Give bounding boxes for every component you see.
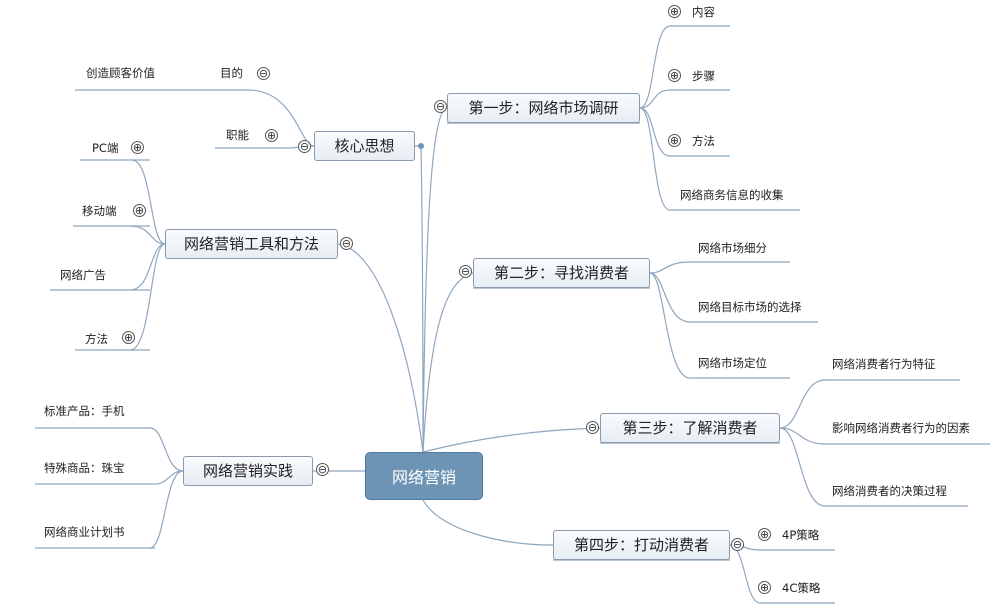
node-tools-and-methods[interactable]: 网络营销工具和方法 <box>165 229 338 259</box>
leaf-special-product[interactable]: 特殊商品：珠宝 <box>44 461 125 475</box>
expand-icon[interactable]: ⊕ <box>131 141 144 154</box>
collapse-icon[interactable]: ⊖ <box>340 237 353 250</box>
leaf-content[interactable]: 内容 <box>692 5 715 19</box>
collapse-icon[interactable]: ⊖ <box>586 421 599 434</box>
leaf-info-collection[interactable]: 网络商务信息的收集 <box>680 188 784 202</box>
leaf-methods[interactable]: 方法 <box>692 134 715 148</box>
expand-icon[interactable]: ⊕ <box>668 69 681 82</box>
leaf-4c-strategy[interactable]: 4C策略 <box>782 581 821 595</box>
collapse-icon[interactable]: ⊖ <box>731 538 744 551</box>
expand-icon[interactable]: ⊕ <box>133 204 146 217</box>
leaf-mobile[interactable]: 移动端 <box>82 204 117 218</box>
leaf-business-plan[interactable]: 网络商业计划书 <box>44 525 125 539</box>
node-step4-persuade[interactable]: 第四步：打动消费者 <box>553 530 730 560</box>
leaf-behavior-traits[interactable]: 网络消费者行为特征 <box>832 357 936 371</box>
expand-icon[interactable]: ⊕ <box>758 528 771 541</box>
leaf-positioning[interactable]: 网络市场定位 <box>698 356 767 370</box>
leaf-target-market[interactable]: 网络目标市场的选择 <box>698 300 802 314</box>
leaf-steps[interactable]: 步骤 <box>692 69 715 83</box>
node-step2-find[interactable]: 第二步：寻找消费者 <box>473 258 650 288</box>
expand-icon[interactable]: ⊕ <box>668 134 681 147</box>
leaf-pc[interactable]: PC端 <box>92 141 119 155</box>
collapse-icon[interactable]: ⊖ <box>459 265 472 278</box>
leaf-method[interactable]: 方法 <box>85 332 108 346</box>
collapse-icon[interactable]: ⊖ <box>434 100 447 113</box>
collapse-icon[interactable]: ⊖ <box>257 67 270 80</box>
collapse-icon[interactable]: ⊖ <box>316 463 329 476</box>
leaf-create-customer-value[interactable]: 创造顾客价值 <box>86 66 155 80</box>
leaf-online-ads[interactable]: 网络广告 <box>60 268 106 282</box>
leaf-4p-strategy[interactable]: 4P策略 <box>782 528 820 542</box>
leaf-purpose[interactable]: 目的 <box>220 66 243 80</box>
leaf-segmentation[interactable]: 网络市场细分 <box>698 241 767 255</box>
collapse-icon[interactable]: ⊖ <box>298 140 311 153</box>
node-step3-understand[interactable]: 第三步：了解消费者 <box>600 413 780 443</box>
core-joint-dot <box>418 143 424 149</box>
leaf-behavior-factors[interactable]: 影响网络消费者行为的因素 <box>832 421 970 435</box>
expand-icon[interactable]: ⊕ <box>758 581 771 594</box>
root-node[interactable]: 网络营销 <box>365 452 483 500</box>
leaf-standard-product[interactable]: 标准产品：手机 <box>44 404 125 418</box>
node-step1-research[interactable]: 第一步：网络市场调研 <box>447 93 640 123</box>
leaf-decision-process[interactable]: 网络消费者的决策过程 <box>832 484 947 498</box>
expand-icon[interactable]: ⊕ <box>122 331 135 344</box>
node-core-idea[interactable]: 核心思想 <box>314 131 415 161</box>
leaf-function[interactable]: 职能 <box>226 128 249 142</box>
expand-icon[interactable]: ⊕ <box>265 129 278 142</box>
expand-icon[interactable]: ⊕ <box>668 5 681 18</box>
node-practice[interactable]: 网络营销实践 <box>183 456 313 486</box>
